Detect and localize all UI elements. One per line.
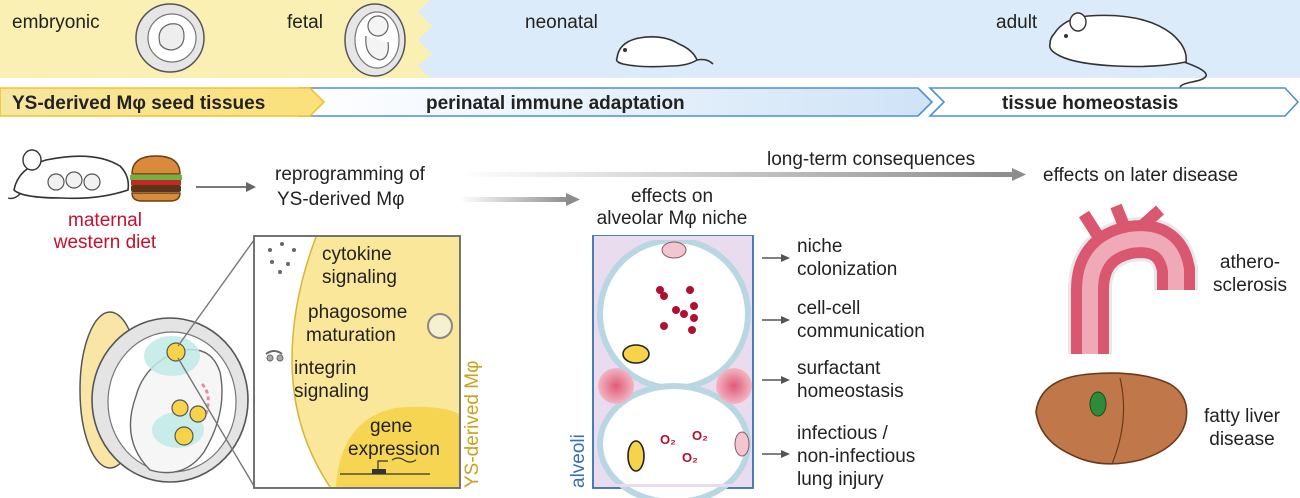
yellow-band: [0, 0, 432, 78]
macrophage-icon: [174, 426, 194, 446]
phase-seed-label: YS-derived Mφ seed tissues: [12, 93, 265, 114]
capillary-icon: [598, 368, 634, 404]
seed-arrow: [0, 87, 326, 117]
phagosome-label-1: phagosome: [308, 302, 407, 323]
effect-niche-1: niche: [797, 236, 842, 257]
effect-surfactant-1: surfactant: [797, 358, 881, 379]
effect-communication-2: communication: [797, 321, 925, 342]
alveolar-macrophage-icon: [627, 440, 645, 472]
homeostasis-arrow: [928, 87, 1300, 117]
long-term-label: long-term consequences: [767, 149, 975, 170]
long-term-arrow: [460, 172, 1016, 177]
macrophage-zoom-panel: cytokine signaling phagosome maturation …: [253, 235, 483, 489]
alveolar-macrophage-icon: [622, 344, 650, 364]
gallbladder-icon: [1089, 391, 1107, 417]
alveoli-vertical-label: alveoli: [568, 434, 589, 488]
macrophage-icon: [171, 399, 189, 417]
cytokine-dots: [268, 242, 296, 274]
o2-label-2: O₂: [692, 428, 708, 443]
macrophage-icon: [189, 405, 207, 423]
phase-perinatal-label: perinatal immune adaptation: [426, 93, 685, 114]
fetus-tissue-illustration: [79, 239, 255, 487]
effect-injury-1: infectious /: [797, 423, 889, 444]
liver-label-2: disease: [1209, 429, 1275, 450]
effect-niche-2: colonization: [797, 259, 897, 280]
neonatal-mouse-icon: [615, 36, 714, 68]
effect-arrow: [762, 254, 790, 458]
phase-homeostasis-label: tissue homeostasis: [1002, 93, 1178, 114]
effect-injury-2: non-infectious: [797, 446, 915, 467]
athero-label-2: sclerosis: [1213, 275, 1287, 296]
alveolar-title-2: alveolar Mφ niche: [597, 208, 748, 229]
gene-label-2: expression: [348, 439, 440, 460]
gene-icon: [340, 457, 430, 475]
maternal-label-2: western diet: [53, 232, 157, 253]
macrophage-icon: [166, 342, 186, 362]
alveolar-title-1: effects on: [631, 186, 713, 207]
integrin-label-2: signaling: [294, 381, 369, 402]
reprogramming-label-1: reprogramming of: [275, 164, 426, 185]
o2-label-1: O₂: [660, 432, 676, 447]
alveolar-arrow: [460, 197, 570, 202]
gene-label-1: gene: [370, 416, 412, 437]
effect-injury-3: lung injury: [797, 469, 884, 490]
reprogramming-label-2: YS-derived Mφ: [277, 189, 404, 210]
stage-band: embryonic fetal neonatal adult: [0, 0, 1300, 93]
integrin-label-1: integrin: [294, 358, 356, 379]
stage-embryonic: embryonic: [12, 12, 100, 33]
stage-adult: adult: [996, 12, 1038, 33]
aorta-illustration: [1068, 203, 1198, 354]
capillary-icon: [716, 368, 752, 404]
integrin-icon: [265, 350, 284, 362]
later-disease-label: effects on later disease: [1043, 165, 1238, 186]
stage-fetal: fetal: [287, 12, 323, 33]
effect-communication-1: cell-cell: [797, 298, 860, 319]
liver-label-1: fatty liver: [1204, 406, 1281, 427]
effect-surfactant-2: homeostasis: [797, 381, 904, 402]
o2-label-3: O₂: [682, 450, 698, 465]
red-blood-cells: [656, 286, 698, 334]
phase-bar: YS-derived Mφ seed tissues perinatal imm…: [0, 87, 1300, 117]
phagosome-label-2: maturation: [306, 325, 396, 346]
nucleus: [336, 406, 459, 487]
pregnant-mouse-icon: [7, 149, 130, 200]
effects-list: niche colonization cell-cell communicati…: [762, 236, 925, 490]
fetus-icon: [344, 3, 406, 77]
zoom-line-bottom: [177, 357, 255, 487]
alveolus-upper: [597, 237, 751, 391]
maternal-label-1: maternal: [68, 210, 142, 231]
cytokine-label-2: signaling: [322, 267, 397, 288]
athero-label-1: athero-: [1220, 252, 1280, 273]
alveoli-panel: O₂ O₂ O₂ alveoli: [568, 235, 754, 498]
maternal-diet-group: maternal western diet: [7, 149, 256, 253]
zoom-line-top: [177, 239, 255, 347]
embryo-icon: [135, 3, 205, 73]
cytokine-label-1: cytokine: [322, 244, 392, 265]
zoom-vertical-label: YS-derived Mφ: [462, 361, 483, 488]
liver-illustration: [1035, 372, 1188, 465]
extracellular-space: [255, 237, 330, 487]
phagosome-icon: [427, 313, 453, 339]
burger-icon: [130, 155, 182, 202]
stage-neonatal: neonatal: [525, 12, 598, 33]
